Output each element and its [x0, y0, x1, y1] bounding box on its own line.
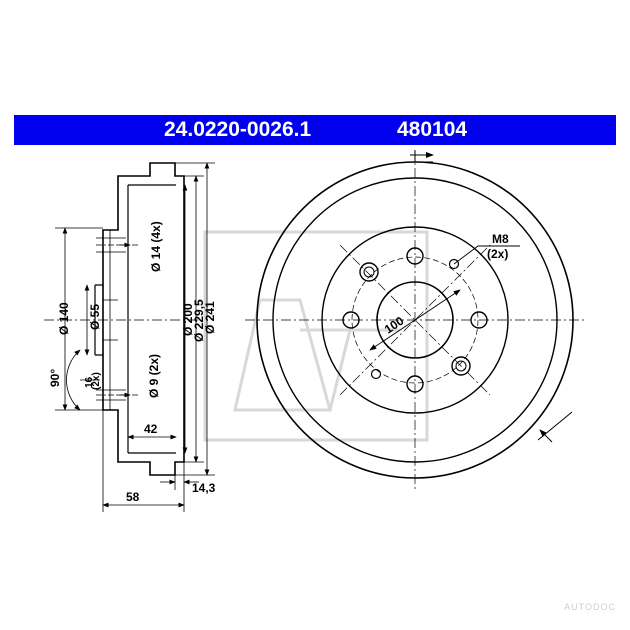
pcd-label: 100 — [382, 314, 407, 337]
side-dimensions — [55, 162, 215, 512]
dim-2x-label: (2x) — [91, 372, 102, 390]
dim-42-label: 42 — [144, 422, 158, 436]
m8-label: M8 — [492, 232, 509, 246]
dim-55-label: Ø 55 — [88, 304, 102, 330]
locating-hole-inner — [363, 266, 375, 278]
m8-hole — [370, 368, 382, 380]
dim-90-label: 90° — [48, 369, 62, 387]
dim-14-3-label: 14,3 — [192, 481, 216, 495]
dim-16-label: 16 — [84, 376, 95, 388]
pcd-circle — [351, 256, 479, 384]
part-number: 24.0220-0026.1 — [164, 118, 312, 141]
dim-14-label: Ø 14 (4x) — [149, 221, 163, 272]
side-dim-labels: Ø 140 Ø 55 Ø 14 (4x) Ø 9 (2x) Ø 200 Ø 22… — [48, 221, 217, 504]
watermark-text: AUTODOC — [564, 602, 616, 612]
dim-58-label: 58 — [126, 490, 140, 504]
locating-hole-inner — [455, 360, 467, 372]
dim-140-label: Ø 140 — [57, 302, 71, 335]
side-view — [44, 162, 200, 476]
locating-hole — [359, 262, 379, 282]
dim-241-label: Ø 241 — [203, 301, 217, 334]
m8-hole — [448, 258, 460, 270]
m8-count-label: (2x) — [487, 247, 508, 261]
dim-200-label: Ø 200 — [181, 303, 195, 336]
dim-229-label: Ø 229,5 — [192, 299, 206, 342]
alt-number: 480104 — [397, 118, 468, 141]
dim-9-label: Ø 9 (2x) — [147, 354, 161, 398]
front-view — [245, 150, 585, 490]
locating-hole — [451, 356, 471, 376]
ate-logo-watermark — [203, 230, 429, 442]
title-banner: 24.0220-0026.1 480104 — [14, 115, 616, 145]
